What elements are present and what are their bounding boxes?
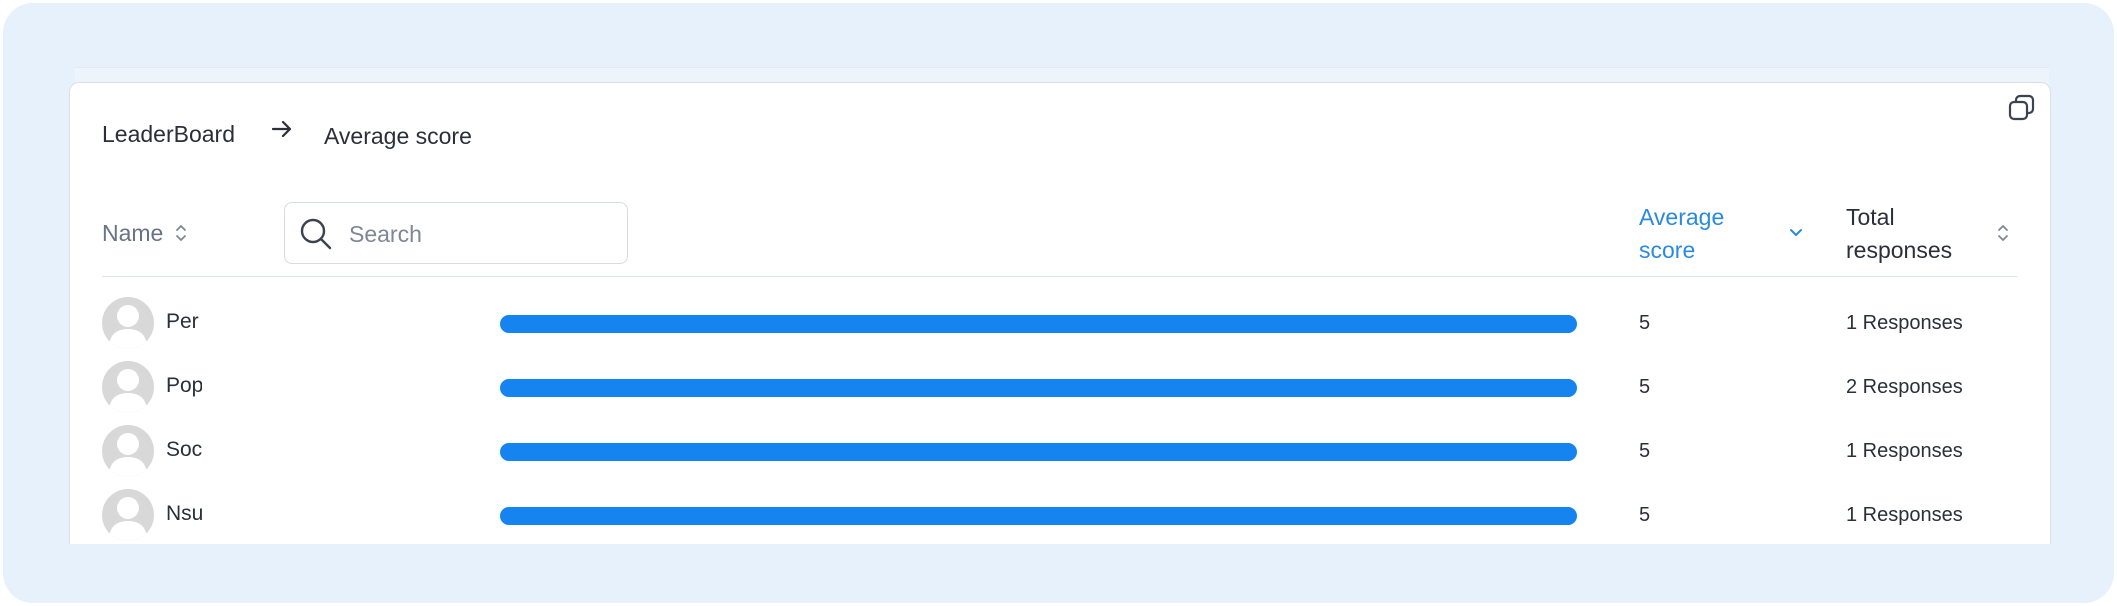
user-avatar-icon (102, 425, 154, 477)
row-name: Nsu (166, 502, 202, 525)
leaderboard-card: LeaderBoard Average score Name Average s… (69, 82, 2051, 544)
row-average-score: 5 (1639, 504, 1651, 526)
row-average-score: 5 (1639, 440, 1651, 462)
row-average-score: 5 (1639, 376, 1651, 398)
row-average-score: 5 (1639, 312, 1651, 334)
score-bar-fill (500, 379, 1577, 397)
score-bar-fill (500, 315, 1577, 333)
table-row[interactable]: Pop 5 2 Responses (70, 357, 2050, 421)
row-total-responses: 1 Responses (1846, 312, 1963, 334)
sort-icon[interactable] (174, 222, 188, 244)
copy-icon[interactable] (2007, 93, 2037, 123)
table-row[interactable]: Nsu 5 1 Responses (70, 485, 2050, 544)
score-bar (500, 379, 1577, 397)
row-name: Soc (166, 438, 202, 461)
user-avatar-icon (102, 361, 154, 413)
column-header-total-responses[interactable]: Total responses (1846, 204, 1953, 263)
score-bar-fill (500, 443, 1577, 461)
score-bar (500, 507, 1577, 525)
row-name: Per (166, 310, 199, 333)
breadcrumb-current: Average score (324, 123, 472, 149)
row-total-responses: 2 Responses (1846, 376, 1963, 398)
chevron-down-icon[interactable] (1788, 225, 1804, 241)
user-avatar-icon (102, 489, 154, 541)
user-avatar-icon (102, 297, 154, 349)
search-input[interactable] (347, 217, 611, 251)
column-header-average-score[interactable]: Average score (1639, 204, 1725, 263)
sort-icon[interactable] (1996, 222, 2010, 244)
breadcrumb-leaderboard[interactable]: LeaderBoard (102, 121, 235, 147)
table-row[interactable]: Soc 5 1 Responses (70, 421, 2050, 485)
column-header-name[interactable]: Name (102, 220, 164, 246)
page-background: LeaderBoard Average score Name Average s… (3, 3, 2114, 603)
score-bar-fill (500, 507, 1577, 525)
arrow-right-icon (271, 120, 292, 138)
search-box[interactable] (284, 202, 628, 264)
score-bar (500, 315, 1577, 333)
row-total-responses: 1 Responses (1846, 440, 1963, 462)
header-divider (102, 276, 2017, 277)
table-row[interactable]: Per 5 1 Responses (70, 293, 2050, 357)
score-bar (500, 443, 1577, 461)
search-icon (300, 218, 332, 250)
row-total-responses: 1 Responses (1846, 504, 1963, 526)
row-name: Pop (166, 374, 202, 397)
